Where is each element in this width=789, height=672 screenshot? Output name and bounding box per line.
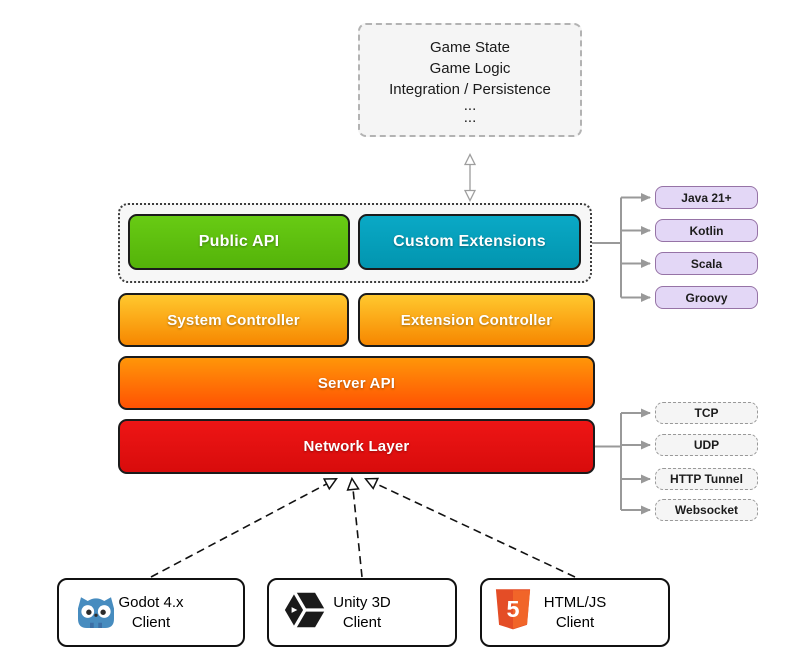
transports-connector xyxy=(595,408,651,515)
client-connectors xyxy=(150,479,576,578)
custom-extensions-box: Custom Extensions xyxy=(358,214,581,270)
htmljs-client-box: 5 HTML/JS Client xyxy=(480,578,670,647)
language-box-scala: Scala xyxy=(655,252,758,275)
game-logic-box: Game State Game Logic Integration / Pers… xyxy=(358,23,582,137)
unity-icon xyxy=(282,587,328,639)
svg-text:5: 5 xyxy=(506,596,519,622)
game-logic-line: ... xyxy=(463,96,477,114)
language-box-kotlin: Kotlin xyxy=(655,219,758,242)
client-label-line: Client xyxy=(131,613,171,631)
client-label-line: Client xyxy=(342,613,382,631)
language-box-groovy: Groovy xyxy=(655,286,758,309)
game-logic-line: Integration / Persistence xyxy=(389,80,551,98)
system-controller-box: System Controller xyxy=(118,293,349,347)
client-label-line: Client xyxy=(555,613,595,631)
client-label-line: HTML/JS xyxy=(543,593,607,611)
transport-box-udp: UDP xyxy=(655,434,758,456)
public-api-box: Public API xyxy=(128,214,350,270)
transport-box-http-tunnel: HTTP Tunnel xyxy=(655,468,758,490)
godot-icon xyxy=(72,588,120,638)
network-layer-box: Network Layer xyxy=(118,419,595,474)
language-box-java: Java 21+ xyxy=(655,186,758,209)
game-logic-line: ... xyxy=(463,108,477,126)
client-label-line: Godot 4.x xyxy=(118,593,184,611)
html5-icon: 5 xyxy=(495,588,531,637)
server-api-box: Server API xyxy=(118,356,595,410)
unity-client-box: Unity 3D Client xyxy=(267,578,457,647)
extension-controller-box: Extension Controller xyxy=(358,293,595,347)
game-logic-line: Game Logic xyxy=(429,59,511,77)
transport-box-websocket: Websocket xyxy=(655,499,758,521)
transport-box-tcp: TCP xyxy=(655,402,758,424)
godot-client-box: Godot 4.x Client xyxy=(57,578,245,647)
client-label-line: Unity 3D xyxy=(333,593,391,611)
game-logic-line: Game State xyxy=(429,38,511,56)
